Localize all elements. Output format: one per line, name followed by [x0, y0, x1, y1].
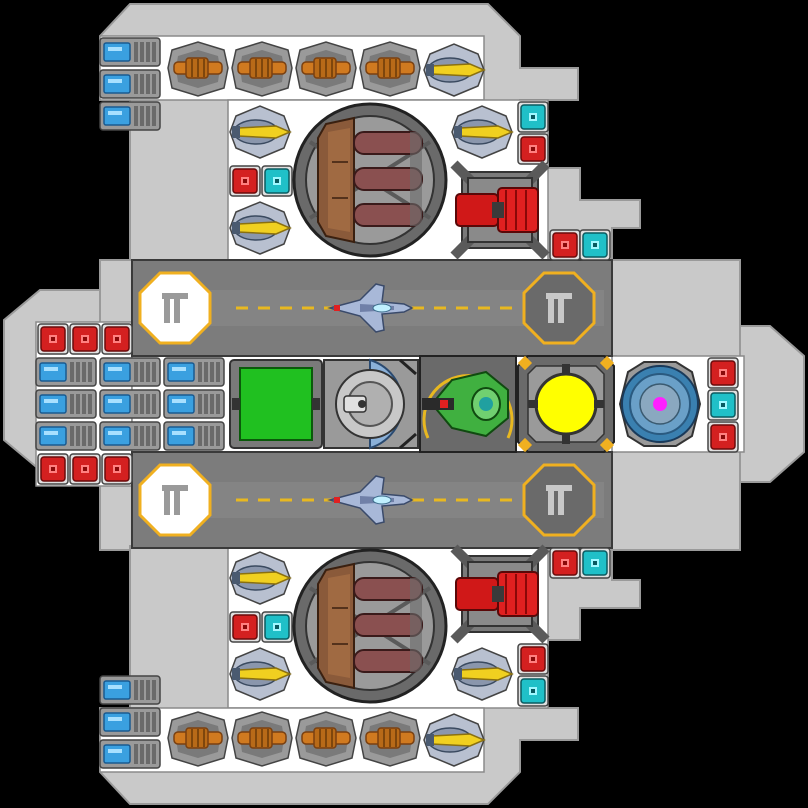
teal-module-icon[interactable] — [261, 611, 293, 643]
thruster-icon[interactable] — [167, 711, 229, 767]
battery-icon[interactable] — [99, 357, 161, 387]
red-module-icon[interactable] — [37, 453, 69, 485]
red-module-icon[interactable] — [69, 323, 101, 355]
battery-icon[interactable] — [99, 675, 161, 705]
shield-generator-icon[interactable] — [618, 361, 702, 447]
battery-icon[interactable] — [163, 389, 225, 419]
hangar-pad-icon[interactable] — [138, 463, 212, 537]
radar-dome-icon[interactable] — [323, 358, 419, 450]
teal-module-icon[interactable] — [517, 675, 549, 707]
artillery-turret-icon[interactable] — [292, 548, 448, 704]
teal-module-icon[interactable] — [579, 547, 611, 579]
artillery-turret-icon[interactable] — [292, 102, 448, 258]
red-module-icon[interactable] — [707, 421, 739, 453]
battery-icon[interactable] — [163, 421, 225, 451]
cargo-bay-icon[interactable] — [229, 359, 323, 449]
thruster-icon[interactable] — [295, 41, 357, 97]
red-module-icon[interactable] — [37, 323, 69, 355]
reactor-core-icon[interactable] — [517, 355, 615, 453]
battery-icon[interactable] — [35, 357, 97, 387]
red-module-icon[interactable] — [101, 323, 133, 355]
red-module-icon[interactable] — [549, 547, 581, 579]
hangar-pad-icon[interactable] — [522, 271, 596, 345]
teal-module-icon[interactable] — [517, 101, 549, 133]
thruster-icon[interactable] — [359, 41, 421, 97]
thruster-icon[interactable] — [359, 711, 421, 767]
battery-icon[interactable] — [35, 389, 97, 419]
command-module-icon[interactable] — [419, 355, 517, 453]
teal-module-icon[interactable] — [261, 165, 293, 197]
battery-icon[interactable] — [99, 101, 161, 131]
hangar-strip-bottom — [131, 451, 613, 549]
red-module-icon[interactable] — [517, 133, 549, 165]
thruster-icon[interactable] — [167, 41, 229, 97]
red-module-icon[interactable] — [229, 611, 261, 643]
thruster-icon[interactable] — [231, 711, 293, 767]
red-module-icon[interactable] — [549, 229, 581, 261]
heavy-cannon-icon[interactable] — [454, 164, 546, 256]
red-module-icon[interactable] — [707, 357, 739, 389]
battery-icon[interactable] — [99, 389, 161, 419]
red-module-icon[interactable] — [101, 453, 133, 485]
thruster-icon[interactable] — [231, 41, 293, 97]
hangar-pad-icon[interactable] — [138, 271, 212, 345]
red-module-icon[interactable] — [69, 453, 101, 485]
mid-row — [35, 323, 739, 485]
thruster-icon[interactable] — [295, 711, 357, 767]
battery-icon[interactable] — [99, 37, 161, 67]
battery-icon[interactable] — [99, 707, 161, 737]
hangar-strip-top — [131, 259, 613, 357]
red-module-icon[interactable] — [229, 165, 261, 197]
teal-module-icon[interactable] — [579, 229, 611, 261]
battery-icon[interactable] — [99, 739, 161, 769]
hangar-pad-icon[interactable] — [522, 463, 596, 537]
red-module-icon[interactable] — [517, 643, 549, 675]
heavy-cannon-icon[interactable] — [454, 548, 546, 640]
teal-module-icon[interactable] — [707, 389, 739, 421]
battery-icon[interactable] — [99, 421, 161, 451]
battery-icon[interactable] — [99, 69, 161, 99]
battery-icon[interactable] — [35, 421, 97, 451]
battery-icon[interactable] — [163, 357, 225, 387]
